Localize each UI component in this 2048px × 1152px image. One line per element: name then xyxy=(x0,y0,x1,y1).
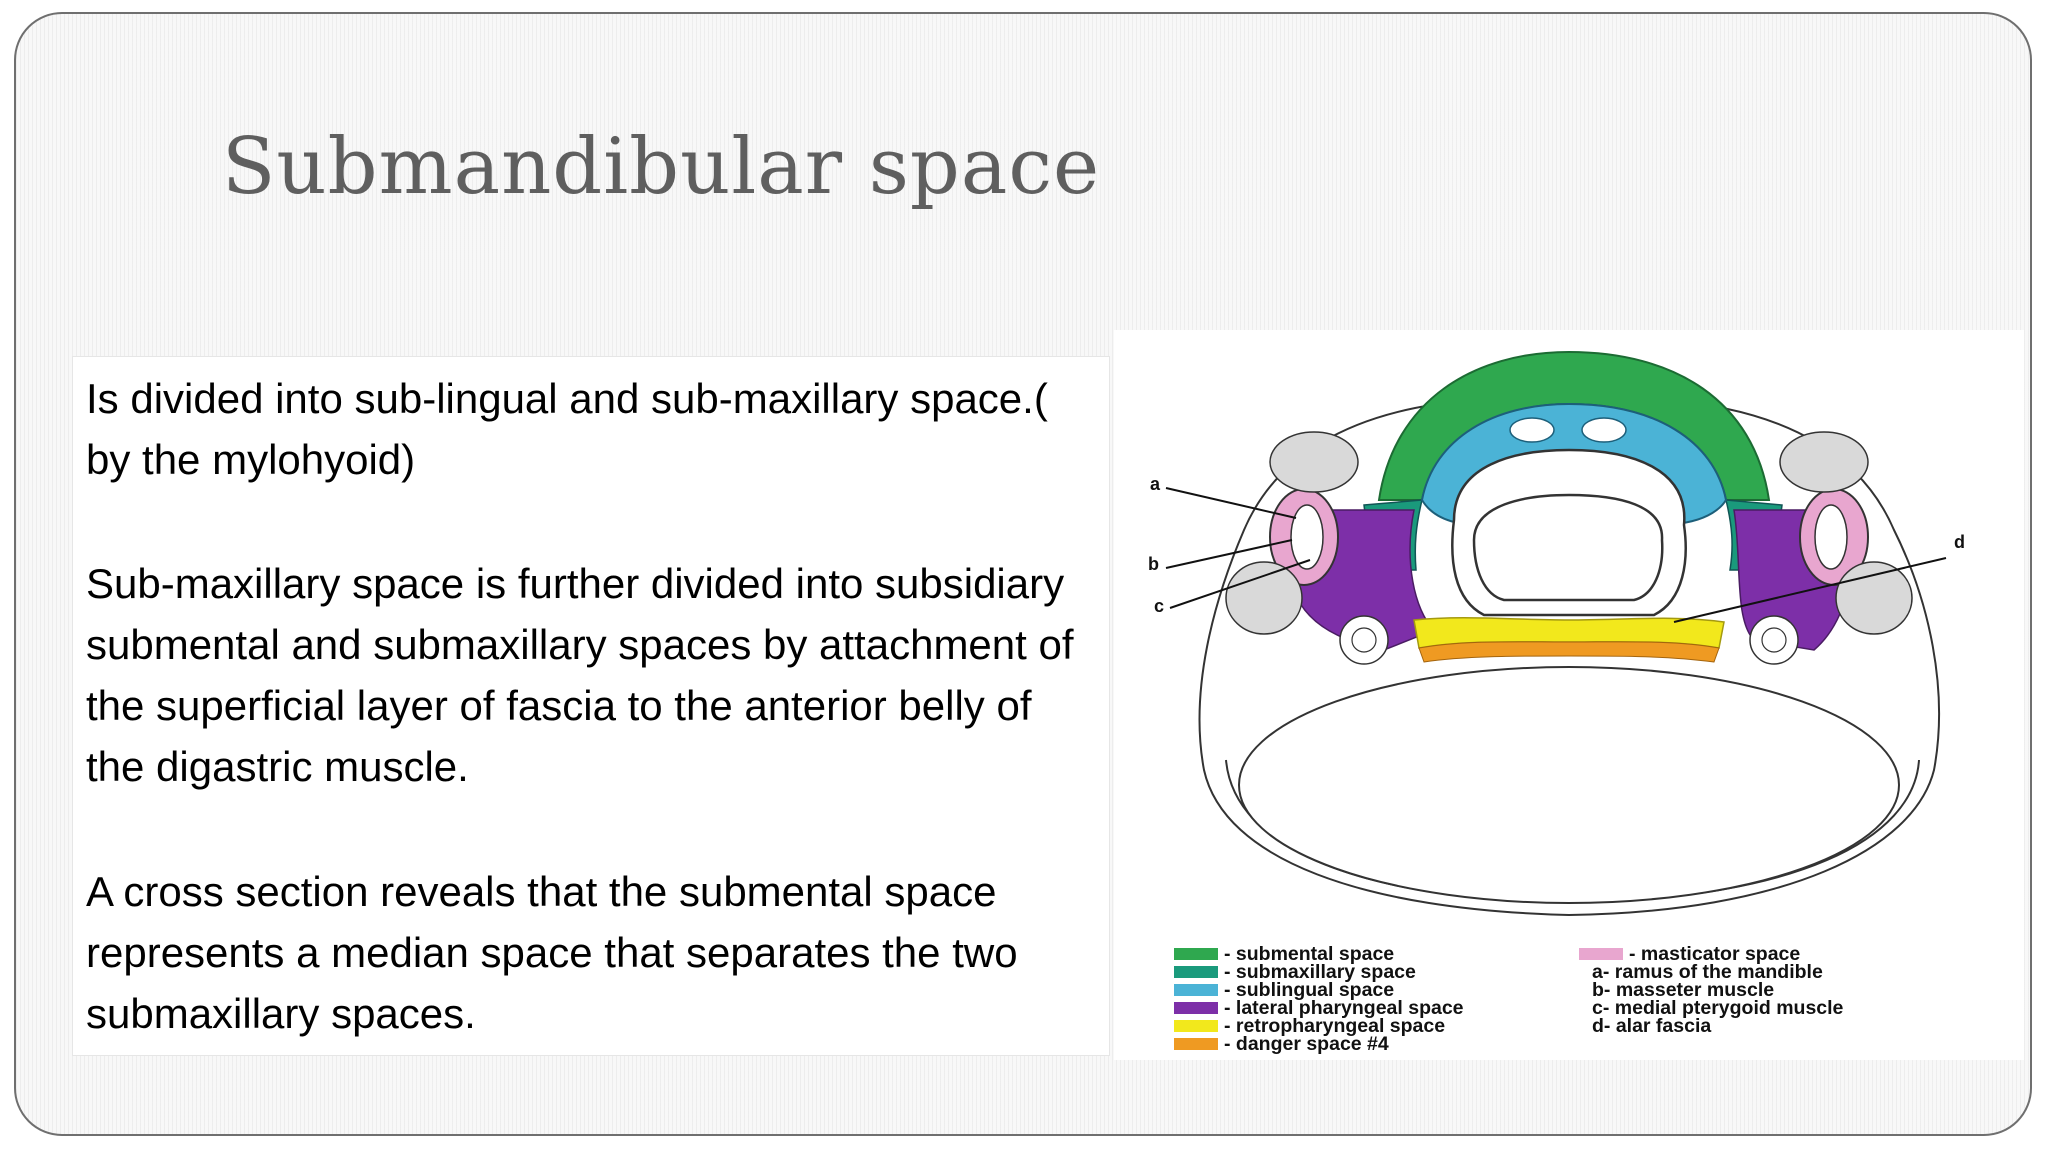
legend-swatch-danger xyxy=(1174,1038,1218,1050)
legend-sublingual: - sublingual space xyxy=(1224,979,1394,1001)
carotid-artery-right xyxy=(1761,627,1787,653)
legend-alar-fascia: d- alar fascia xyxy=(1592,1015,1711,1037)
callout-line-d xyxy=(1673,557,1947,623)
airway-lumen xyxy=(1472,493,1664,602)
ramus-left xyxy=(1290,504,1324,570)
submandibular-gland-right xyxy=(1835,561,1913,635)
paragraph-cross-section: A cross section reveals that the subment… xyxy=(86,868,1018,1037)
anatomy-diagram: a b c d - submental space - submaxillary… xyxy=(1148,350,1965,1055)
carotid-artery-left xyxy=(1351,627,1377,653)
paragraph-submaxillary-subdivision: Sub-maxillary space is further divided i… xyxy=(86,560,1074,790)
legend-swatch-submental xyxy=(1174,948,1218,960)
legend-swatch-lateral-pharyngeal xyxy=(1174,1002,1218,1014)
legend-ramus: a- ramus of the mandible xyxy=(1592,961,1823,983)
legend-submaxillary: - submaxillary space xyxy=(1224,961,1416,983)
posterior-compartment xyxy=(1238,666,1900,904)
callout-c: c xyxy=(1154,596,1164,616)
danger-space xyxy=(1418,641,1720,663)
ramus-right xyxy=(1814,504,1848,570)
callout-a: a xyxy=(1150,474,1161,494)
legend-swatch-submaxillary xyxy=(1174,966,1218,978)
parotid-right xyxy=(1779,431,1869,493)
legend-swatch-retropharyngeal xyxy=(1174,1020,1218,1032)
legend-retropharyngeal: - retropharyngeal space xyxy=(1224,1015,1445,1037)
legend: - submental space - submaxillary space -… xyxy=(1174,943,1844,1055)
sublingual-gland-right xyxy=(1581,417,1627,443)
legend-medial-pterygoid: c- medial pterygoid muscle xyxy=(1592,997,1844,1019)
slide-title: Submandibular space xyxy=(222,122,1101,212)
sublingual-gland-left xyxy=(1509,417,1555,443)
legend-swatch-masticator xyxy=(1579,948,1623,960)
legend-masseter: b- masseter muscle xyxy=(1592,979,1774,1001)
callout-b: b xyxy=(1148,554,1159,574)
neck-outline xyxy=(1198,399,1940,917)
cross-section-figure: a b c d - submental space - submaxillary… xyxy=(1114,330,2024,1060)
parotid-left xyxy=(1269,431,1359,493)
paragraph-mylohyoid-division: Is divided into sub-lingual and sub-maxi… xyxy=(86,375,1048,483)
legend-danger: - danger space #4 xyxy=(1224,1033,1389,1055)
callout-line-a xyxy=(1165,487,1297,519)
legend-masticator: - masticator space xyxy=(1629,943,1800,965)
callout-d: d xyxy=(1954,532,1965,552)
submandibular-gland-left xyxy=(1225,561,1303,635)
legend-swatch-sublingual xyxy=(1174,984,1218,996)
legend-lateral-pharyngeal: - lateral pharyngeal space xyxy=(1224,997,1464,1019)
legend-submental: - submental space xyxy=(1224,943,1394,965)
callout-line-b xyxy=(1165,539,1293,569)
callout-line-c xyxy=(1169,559,1311,609)
text-panel xyxy=(72,356,1110,1056)
